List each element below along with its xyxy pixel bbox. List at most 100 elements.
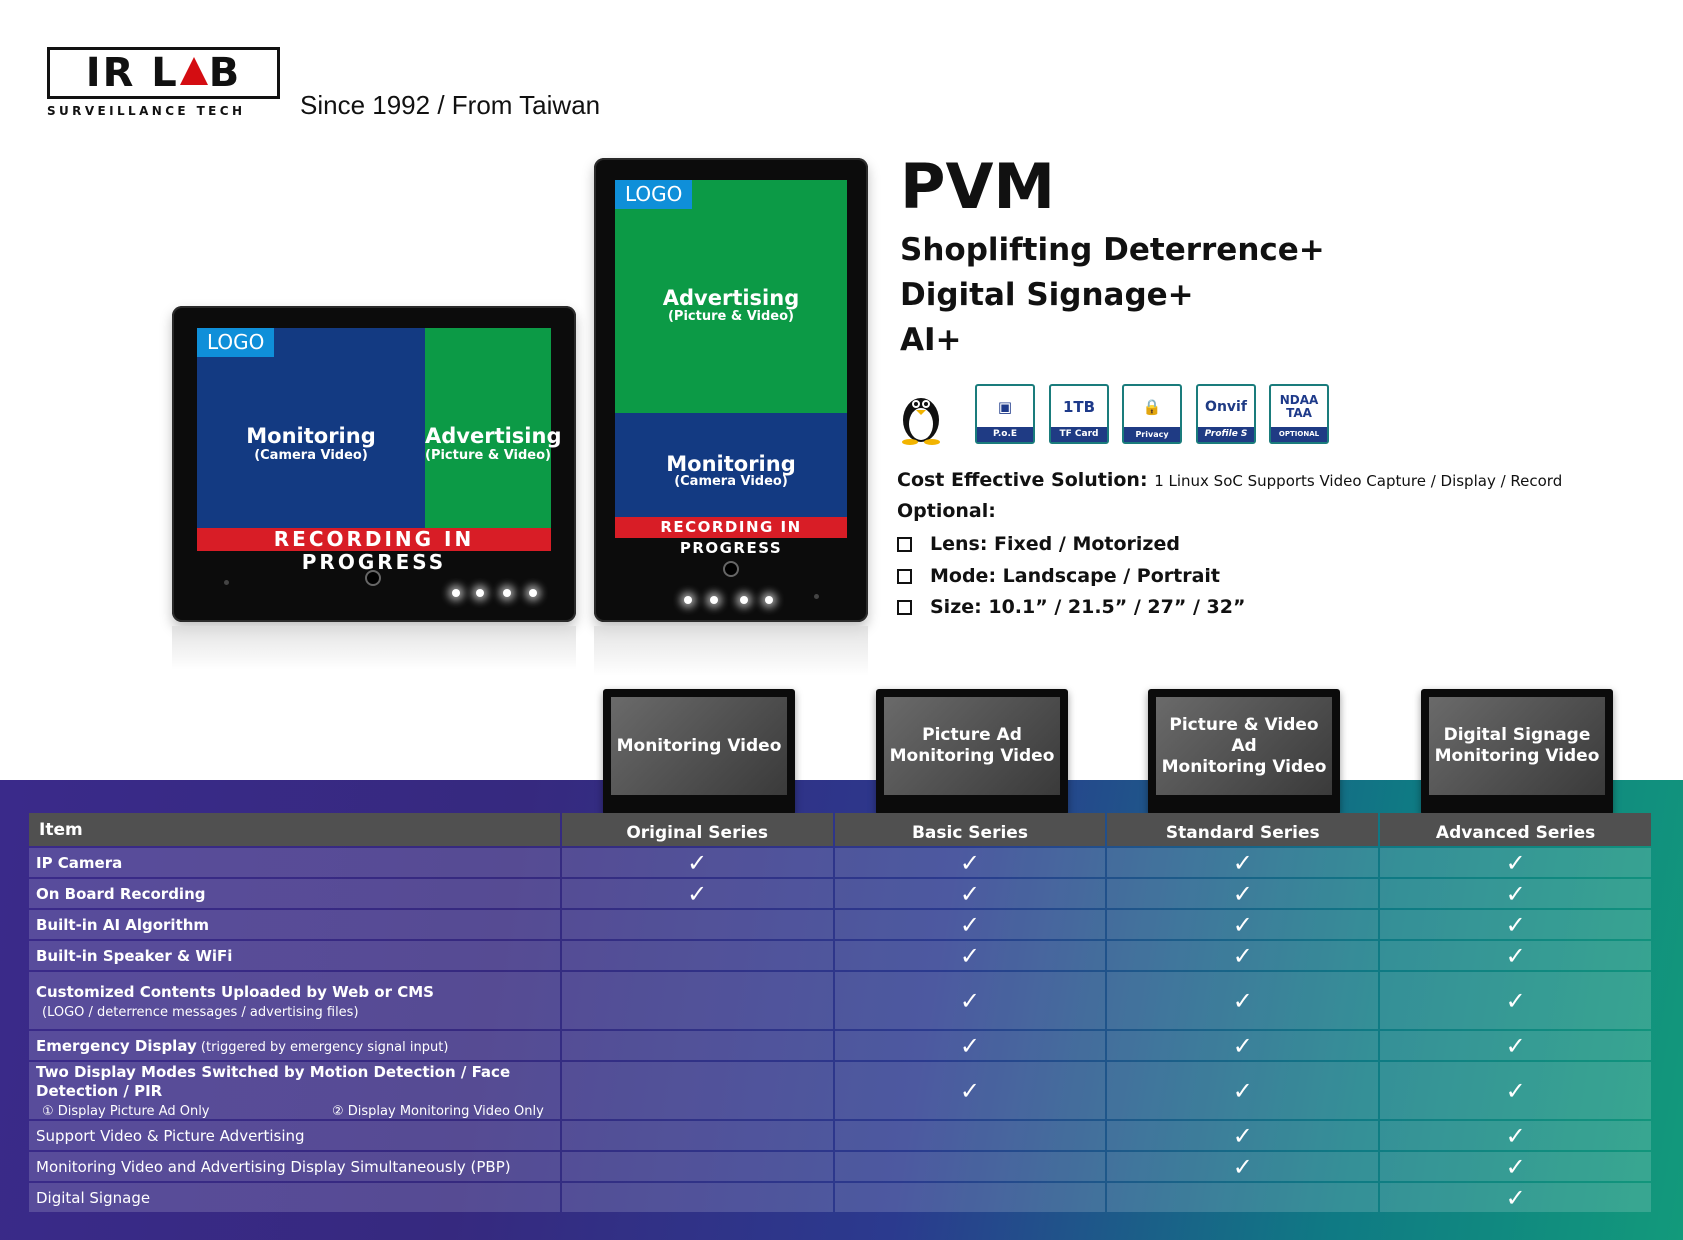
checkmark-icon: ✓ <box>1505 1152 1526 1181</box>
brand-logo: IR L B <box>47 47 280 99</box>
checkmark-icon: ✓ <box>1505 1121 1526 1150</box>
row-mark-cell: ✓ <box>834 1062 1106 1119</box>
sensor-dot <box>224 580 229 585</box>
checkmark-icon: ✓ <box>1232 1076 1253 1105</box>
series-thumb-line2: Monitoring Video <box>1161 756 1327 777</box>
row-mark-cell: ✓ <box>1380 848 1652 877</box>
row-label-line: Support Video & Picture Advertising <box>36 1126 305 1145</box>
row-mark-cell: ✓ <box>834 879 1106 908</box>
onvif-label: Profile S <box>1198 427 1254 442</box>
checkmark-icon: ✓ <box>1505 1076 1526 1105</box>
monitoring-title: Monitoring <box>246 424 376 448</box>
row-mark-cell: ✓ <box>1380 1062 1652 1119</box>
row-sub-line: (LOGO / deterrence messages / advertisin… <box>36 1005 359 1020</box>
checkmark-icon: ✓ <box>1232 941 1253 970</box>
logo-text-right: B <box>208 50 242 96</box>
ir-led <box>476 589 484 597</box>
checkmark-icon: ✓ <box>1505 941 1526 970</box>
checkbox-icon <box>897 536 912 552</box>
series-thumb-line1: Picture & Video Ad <box>1169 714 1319 756</box>
table-row: Support Video & Picture Advertising✓✓ <box>29 1121 1652 1150</box>
linux-penguin-icon <box>890 384 952 446</box>
row-mark-cell: ✓ <box>834 972 1106 1029</box>
feature-ai: AI+ <box>900 322 962 358</box>
row-label: Digital Signage <box>36 1189 151 1207</box>
series-thumb-screen: Monitoring Video <box>611 697 787 795</box>
product-name: PVM <box>900 150 1056 223</box>
row-label: Built-in Speaker & WiFi <box>36 947 233 965</box>
optional-size: Size: 10.1” / 21.5” / 27” / 32” <box>930 596 1246 618</box>
ir-led <box>684 596 692 604</box>
ndaa-taa-text: NDAA TAA <box>1279 392 1319 420</box>
header-advanced: Advanced Series <box>1380 813 1651 846</box>
optional-mode: Mode: Landscape / Portrait <box>930 565 1220 587</box>
row-mark-cell <box>561 972 833 1029</box>
logo-text-left: IR L <box>85 50 179 96</box>
optional-item: Size: 10.1” / 21.5” / 27” / 32” <box>897 596 1245 618</box>
row-label-cell: Digital Signage <box>29 1183 560 1212</box>
row-mark-cell: ✓ <box>1107 848 1379 877</box>
privacy-mask-label: Privacy Mask <box>1124 427 1180 454</box>
advertising-title: Advertising <box>662 286 800 310</box>
row-mark-cell: ✓ <box>1380 1121 1652 1150</box>
checkbox-icon <box>897 599 912 615</box>
screen-logo: LOGO <box>615 180 693 209</box>
table-row: Built-in Speaker & WiFi✓✓✓ <box>29 941 1652 970</box>
checkmark-icon: ✓ <box>959 879 981 908</box>
poe-icon: ▣ P.o.E <box>975 384 1035 444</box>
row-mark-cell: ✓ <box>561 848 833 877</box>
row-mark-cell <box>561 1152 833 1181</box>
checkmark-icon: ✓ <box>1232 986 1253 1015</box>
logo-subtitle: SURVEILLANCE TECH <box>47 104 246 118</box>
row-mark-cell: ✓ <box>834 848 1106 877</box>
checkmark-icon: ✓ <box>1505 848 1526 877</box>
row-mark-cell: ✓ <box>1380 879 1652 908</box>
advertising-subtitle: (Picture & Video) <box>425 448 552 463</box>
table-header: Item Original Series Basic Series Standa… <box>29 813 1651 846</box>
checkmark-icon: ✓ <box>1232 879 1253 908</box>
privacy-mask-icon: 🔒 Privacy Mask <box>1122 384 1182 454</box>
row-label-line: Two Display Modes Switched by Motion Det… <box>36 1062 560 1100</box>
row-label-line: Built-in Speaker & WiFi <box>36 946 232 965</box>
checkmark-icon: ✓ <box>1232 910 1253 939</box>
row-mark-cell <box>561 910 833 939</box>
row-label-line: Built-in AI Algorithm <box>36 915 209 934</box>
checkmark-icon: ✓ <box>1505 986 1526 1015</box>
row-label-cell: Customized Contents Uploaded by Web or C… <box>29 972 560 1029</box>
row-mark-cell <box>561 1183 833 1212</box>
row-label: Support Video & Picture Advertising <box>36 1127 305 1145</box>
row-mark-cell <box>834 1183 1106 1212</box>
monitoring-subtitle: (Camera Video) <box>674 474 788 489</box>
tf-card-label: TF Card <box>1051 427 1107 442</box>
advertising-subtitle: (Picture & Video) <box>667 309 794 324</box>
series-thumb-line2: Monitoring Video <box>1434 746 1600 766</box>
checkmark-icon: ✓ <box>687 879 708 908</box>
feature-shoplifting: Shoplifting Deterrence+ <box>900 232 1325 268</box>
sensor-dot <box>814 594 819 599</box>
row-label: Two Display Modes Switched by Motion Det… <box>36 1063 511 1100</box>
header-standard: Standard Series <box>1107 813 1379 846</box>
cost-label: Cost Effective Solution: <box>897 469 1148 491</box>
row-mark-cell <box>561 1031 833 1060</box>
row-label-cell: Emergency Display (triggered by emergenc… <box>29 1031 560 1060</box>
row-mark-cell <box>834 1121 1106 1150</box>
series-thumb-line1: Picture Ad <box>922 725 1022 745</box>
row-label-line: Monitoring Video and Advertising Display… <box>36 1157 511 1176</box>
checkmark-icon: ✓ <box>1505 910 1526 939</box>
row-mark-cell: ✓ <box>1380 1031 1652 1060</box>
optional-item: Lens: Fixed / Motorized <box>897 533 1180 555</box>
row-mark-cell: ✓ <box>1380 941 1652 970</box>
row-sub-1: (LOGO / deterrence messages / advertisin… <box>42 1004 359 1020</box>
row-mark-cell <box>834 1152 1106 1181</box>
row-sub-1: ① Display Picture Ad Only <box>42 1104 210 1119</box>
lock-icon: 🔒 <box>1142 397 1162 416</box>
table-row: Digital Signage✓ <box>29 1183 1652 1212</box>
row-mark-cell: ✓ <box>1380 910 1652 939</box>
row-mark-cell: ✓ <box>834 1031 1106 1060</box>
ndaa-label: OPTIONAL <box>1271 427 1327 442</box>
optional-item: Mode: Landscape / Portrait <box>897 565 1220 587</box>
